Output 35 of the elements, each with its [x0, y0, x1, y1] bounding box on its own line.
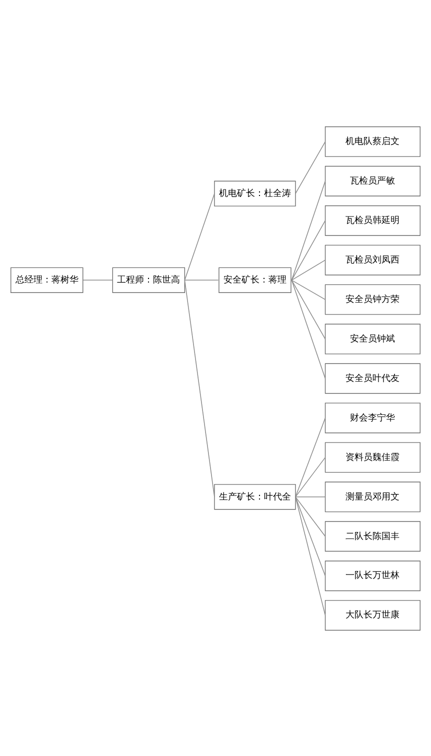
node-box: 机电队蔡启文	[324, 126, 420, 156]
connector	[291, 180, 326, 280]
connector	[295, 140, 326, 194]
connector	[184, 279, 219, 280]
connector	[291, 279, 326, 378]
connector	[291, 279, 326, 300]
node-box: 安全员钟方荣	[324, 284, 420, 314]
node-box: 瓦检员刘凤西	[324, 244, 420, 275]
connector	[291, 220, 326, 280]
connector	[291, 259, 326, 280]
node-box: 二队长陈国丰	[324, 520, 420, 552]
node-box: 瓦检员严敏	[324, 165, 420, 196]
connector	[295, 456, 326, 497]
node-box: 安全员钟斌	[324, 323, 420, 354]
node-box: 瓦检员韩延明	[324, 204, 420, 236]
node-box: 安全员叶代友	[324, 362, 420, 394]
node-box: 一队长万世林	[324, 560, 420, 591]
node-box: 生产矿长：叶代全	[214, 484, 296, 510]
node-box: 资料员魏佳霞	[324, 442, 420, 472]
node-box: 总经理：蒋树华	[10, 266, 84, 292]
node-box: 财会李宁华	[324, 402, 420, 433]
connector	[82, 279, 114, 280]
connector	[291, 279, 326, 339]
connector	[295, 496, 326, 536]
node-box: 大队长万世康	[324, 600, 420, 630]
connector	[184, 192, 215, 280]
node-box: 机电矿长：杜全涛	[214, 180, 296, 206]
node-box: 安全矿长：蒋理	[218, 266, 292, 292]
connector	[184, 279, 215, 497]
node-box: 工程师：陈世高	[112, 266, 186, 292]
connector	[295, 417, 326, 497]
connector	[295, 496, 326, 497]
node-box: 测量员邓用文	[324, 481, 420, 512]
connector	[295, 496, 326, 616]
connector	[295, 496, 326, 576]
